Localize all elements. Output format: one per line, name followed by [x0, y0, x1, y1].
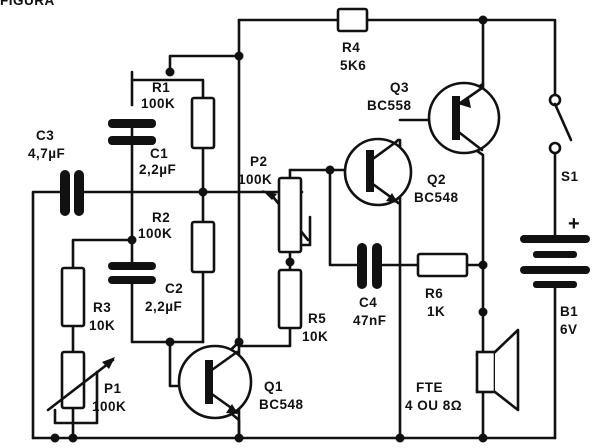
b1-value: 6V	[560, 322, 578, 337]
q3-name: Q3	[390, 80, 409, 95]
r4-name: R4	[342, 40, 360, 55]
r2-value: 100K	[138, 226, 172, 241]
wires	[31, 18, 557, 440]
r2-name: R2	[152, 210, 170, 225]
c2-value: 2,2µF	[145, 299, 182, 314]
resistor-r3	[60, 266, 86, 328]
resistor-r1	[190, 96, 216, 150]
c2-name: C2	[165, 281, 183, 296]
r3-name: R3	[93, 300, 111, 315]
capacitor-c3	[60, 170, 84, 216]
c4-name: C4	[359, 295, 377, 310]
resistor-r5	[277, 268, 303, 330]
fte-value: 4 OU 8Ω	[405, 398, 462, 413]
q3-value: BC558	[367, 98, 412, 113]
r6-value: 1K	[427, 304, 445, 319]
battery-b1	[520, 235, 590, 288]
r5-value: 10K	[302, 329, 328, 344]
corner-text: FIGURA	[0, 0, 55, 8]
q2-name: Q2	[427, 172, 446, 187]
transistor-q1	[177, 344, 253, 420]
capacitor-c1	[108, 119, 156, 145]
potentiometer-p2	[277, 176, 303, 254]
p1-name: P1	[104, 381, 122, 396]
resistor-r6	[416, 252, 469, 278]
r1-name: R1	[152, 80, 170, 95]
fte-name: FTE	[416, 380, 443, 395]
r6-name: R6	[425, 286, 443, 301]
labels: R4 5K6 R1 100K C1 2,2µF C3 4,7µF R2 100K…	[28, 40, 580, 414]
p1-value: 100K	[92, 399, 126, 414]
transistor-q3	[427, 81, 501, 155]
p2-arrowhead	[262, 190, 277, 200]
p1-arrow	[46, 358, 115, 412]
r4-value: 5K6	[340, 58, 366, 73]
b1-name: B1	[560, 304, 578, 319]
switch-s1	[548, 93, 573, 155]
resistor-r2	[190, 220, 216, 274]
r1-value: 100K	[141, 96, 175, 111]
c1-value: 2,2µF	[139, 162, 176, 177]
r5-name: R5	[308, 311, 326, 326]
potentiometer-p1	[60, 350, 86, 410]
r3-value: 10K	[89, 318, 115, 333]
speaker-fte	[475, 328, 520, 412]
c1-name: C1	[150, 146, 168, 161]
battery-plus: +	[568, 213, 580, 235]
c3-value: 4,7µF	[28, 146, 65, 161]
p2-value: 100K	[238, 172, 272, 187]
q2-value: BC548	[414, 190, 459, 205]
q1-value: BC548	[259, 397, 304, 412]
capacitor-c4	[357, 243, 382, 289]
s1-name: S1	[561, 169, 579, 184]
p1-arrowhead	[102, 357, 115, 369]
junctions	[50, 15, 488, 443]
c4-value: 47nF	[353, 313, 387, 328]
transistor-q2	[343, 137, 413, 207]
c3-name: C3	[36, 128, 54, 143]
p2-name: P2	[250, 154, 268, 169]
resistor-r4	[336, 7, 369, 33]
q1-name: Q1	[264, 379, 283, 394]
capacitor-c2	[108, 262, 156, 284]
